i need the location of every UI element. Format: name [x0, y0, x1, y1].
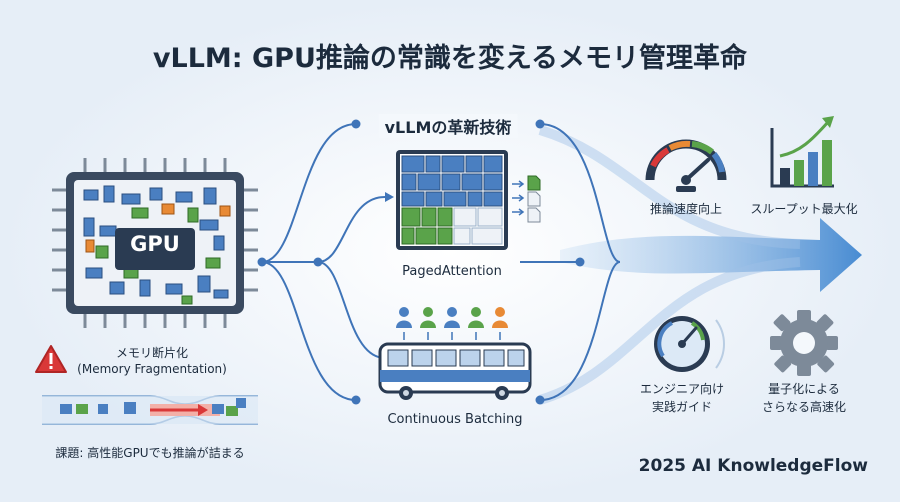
footer-credit: 2025 AI KnowledgeFlow	[638, 456, 868, 476]
benefit-throughput: スループット最大化	[750, 202, 858, 216]
benefit-quantization-line2: さらなる高速化	[761, 400, 847, 414]
page-title: vLLM: GPU推論の常識を変えるメモリ管理革命	[152, 43, 748, 74]
paged-attention-grid-icon	[396, 150, 508, 250]
problem-label: メモリ断片化	[115, 346, 189, 360]
speedometer-icon	[654, 316, 725, 372]
connector-lines	[261, 123, 621, 401]
continuous-batching-label: Continuous Batching	[387, 412, 523, 427]
challenge-text: 課題: 高性能GPUでも推論が詰まる	[55, 446, 245, 460]
flow-arrow	[538, 125, 862, 405]
gpu-chip-icon	[52, 158, 258, 328]
benefit-quantization: 量子化による	[768, 382, 840, 396]
person-icon	[444, 307, 460, 328]
section-title: vLLMの革新技術	[378, 114, 518, 138]
person-icon	[420, 307, 436, 328]
benefit-speed: 推論速度向上	[649, 202, 723, 216]
passenger-row	[396, 307, 508, 340]
problem-label-en: (Memory Fragmentation)	[77, 362, 227, 376]
benefit-guide: エンジニア向け	[639, 382, 725, 396]
bus-icon	[378, 342, 532, 400]
benefit-guide-line2: 実践ガイド	[651, 400, 713, 414]
person-icon	[492, 307, 508, 328]
document-icon	[512, 175, 541, 223]
gauge-icon	[645, 139, 727, 192]
person-icon	[468, 307, 484, 328]
gpu-label: GPU	[130, 232, 180, 256]
fragmented-memory-strip	[42, 395, 258, 425]
warning-icon	[35, 345, 67, 373]
person-icon	[396, 307, 412, 328]
growth-chart-icon	[770, 116, 834, 188]
connector-dots	[257, 119, 585, 405]
paged-attention-label: PagedAttention	[402, 264, 502, 279]
gear-icon	[770, 310, 838, 376]
